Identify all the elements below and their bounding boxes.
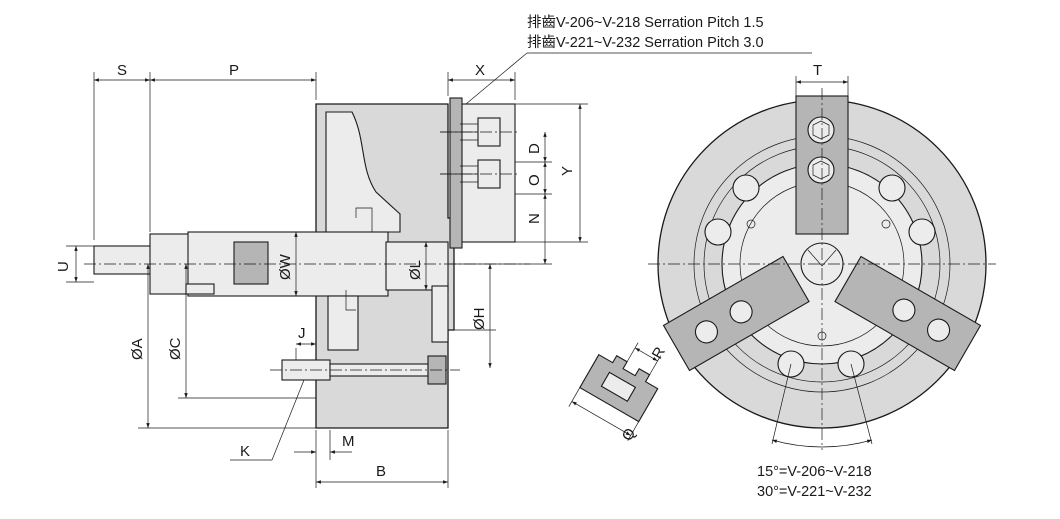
dim-c: ØC [167, 337, 184, 360]
jaw-serration [449, 97, 463, 249]
dim-s: S [117, 62, 127, 79]
serration-note-1: 排齒V-206~V-218 Serration Pitch 1.5 [527, 14, 764, 31]
dim-h: ØH [471, 308, 488, 331]
jaw-top-screw-1 [807, 116, 835, 144]
bolt-4 [908, 218, 936, 246]
lower-pocket [327, 295, 359, 351]
dim-p: P [229, 62, 239, 79]
dim-n: N [526, 213, 543, 224]
bolt-1 [732, 174, 760, 202]
jaw-left [662, 255, 810, 372]
dim-t: T [813, 62, 822, 79]
dim-l: ØL [407, 260, 424, 280]
draw-nut [385, 241, 449, 291]
jaw-top-screw-2 [807, 156, 835, 184]
body-relief [325, 111, 401, 233]
angle-arc [771, 439, 873, 448]
side-dimensions: S P X Y D O N U ØW ØL ØH [55, 62, 588, 488]
serration-note-2: 排齒V-221~V-232 Serration Pitch 3.0 [527, 34, 764, 51]
bolt-3 [704, 218, 732, 246]
jaw-right [834, 255, 982, 372]
angle-note-1: 15°=V-206~V-218 [757, 464, 872, 480]
dim-b: B [376, 463, 386, 480]
dim-j: J [298, 325, 306, 342]
angle-note-2: 30°=V-221~V-232 [757, 484, 872, 500]
tube-hex [233, 241, 269, 285]
bolt-2 [878, 174, 906, 202]
body-step [355, 207, 373, 232]
lower-slot [431, 285, 449, 343]
serration-detail [568, 342, 661, 441]
dim-q: Q [619, 425, 640, 444]
dim-m: M [342, 433, 355, 450]
dim-u: U [55, 261, 72, 272]
dim-k: K [240, 443, 250, 460]
dim-r: R [649, 344, 669, 362]
dim-y: Y [559, 166, 576, 176]
set-screw [185, 283, 215, 295]
dim-o: O [526, 174, 543, 186]
dim-w: ØW [277, 253, 294, 280]
side-view [84, 97, 530, 429]
dim-a: ØA [129, 338, 146, 360]
dim-d: D [526, 143, 543, 154]
front-dimensions: T [795, 62, 849, 96]
shaft-end [93, 245, 153, 275]
dim-x: X [475, 62, 485, 79]
front-view [648, 88, 996, 450]
